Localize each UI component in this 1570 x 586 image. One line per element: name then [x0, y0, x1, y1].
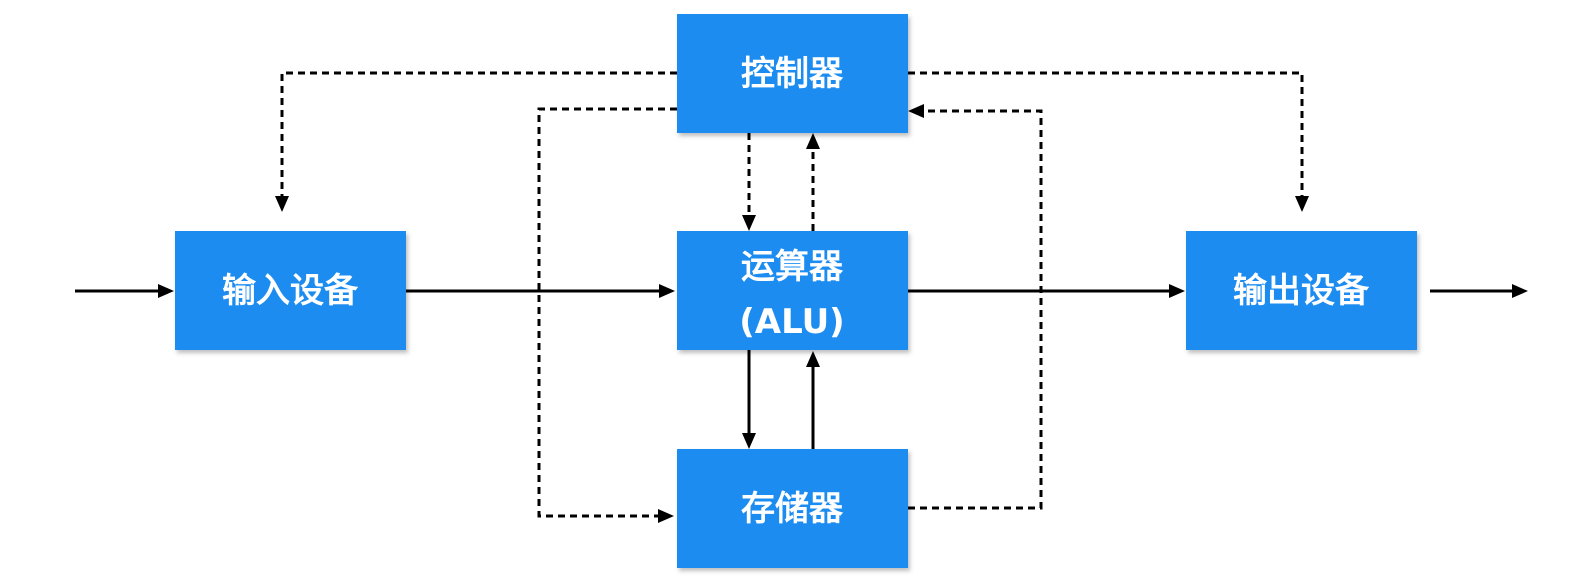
controller-to-alu-arrowhead [742, 215, 756, 231]
alu-to-controller-arrowhead [806, 133, 820, 149]
memory-to-alu-arrowhead [806, 351, 820, 367]
input-device-node: 输入设备 [175, 231, 406, 350]
input-to-alu-arrowhead [659, 284, 675, 298]
controller-to-memory-dashed-line [537, 107, 677, 518]
alu-label-line2: (ALU) [739, 302, 844, 342]
controller-label: 控制器 [741, 54, 844, 94]
alu-box [677, 231, 908, 350]
memory-box [677, 449, 908, 568]
controller-to-output-dashed-line [908, 71, 1304, 196]
memory-to-controller-dashed-line [908, 109, 1043, 510]
input-device-label: 输入设备 [222, 271, 359, 311]
alu-node: 运算器 (ALU) [677, 231, 908, 350]
input-device-box [175, 231, 406, 350]
alu-to-memory-arrowhead [742, 433, 756, 449]
memory-node: 存储器 [677, 449, 908, 568]
controller-node: 控制器 [677, 14, 908, 133]
alu-label-line1: 运算器 [741, 247, 844, 287]
controller-to-input-arrowhead [275, 196, 289, 212]
alu-to-output-arrowhead [1169, 284, 1185, 298]
memory-label: 存储器 [741, 489, 844, 529]
controller-to-output-arrowhead [1295, 196, 1309, 212]
output-device-box [1186, 231, 1417, 350]
controller-to-memory-arrowhead [658, 509, 674, 523]
output-device-node: 输出设备 [1186, 231, 1417, 350]
controller-box [677, 14, 908, 133]
output-exit-arrowhead [1512, 284, 1528, 298]
memory-to-controller-arrowhead [908, 104, 924, 118]
controller-to-input-dashed-line [280, 71, 677, 196]
input-entry-arrowhead [158, 284, 174, 298]
output-device-label: 输出设备 [1233, 271, 1370, 311]
